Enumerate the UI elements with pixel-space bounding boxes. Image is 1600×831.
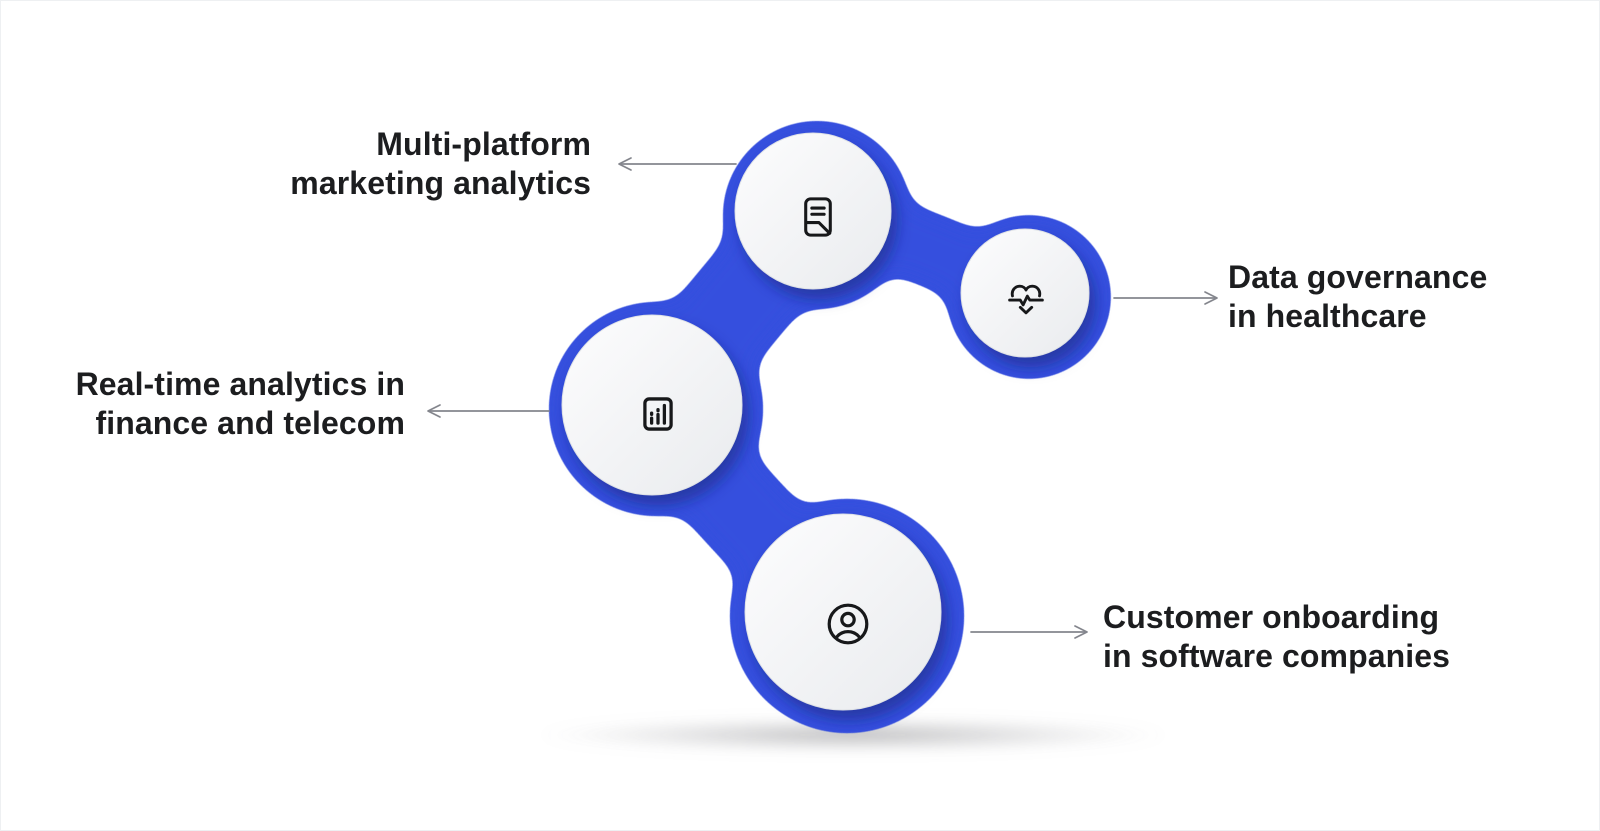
ground-shadow (538, 717, 1168, 753)
arrow-head (1204, 291, 1218, 305)
label-finance: Real-time analytics in finance and telec… (75, 366, 405, 441)
arrow-head (618, 157, 632, 171)
arrow-head (427, 404, 441, 418)
node-face-software (744, 513, 942, 711)
arrow-healthcare (1113, 291, 1218, 305)
label-software: Customer onboarding in software companie… (1103, 599, 1451, 674)
arrow-software (970, 625, 1088, 639)
label-marketing: Multi-platform marketing analytics (290, 126, 591, 201)
node-face-healthcare (960, 228, 1090, 358)
arrow-marketing (618, 157, 737, 171)
arrow-finance (427, 404, 550, 418)
label-healthcare: Data governance in healthcare (1228, 259, 1488, 334)
node-face-marketing (734, 132, 892, 290)
arrow-head (1074, 625, 1088, 639)
node-face-finance (561, 314, 743, 496)
